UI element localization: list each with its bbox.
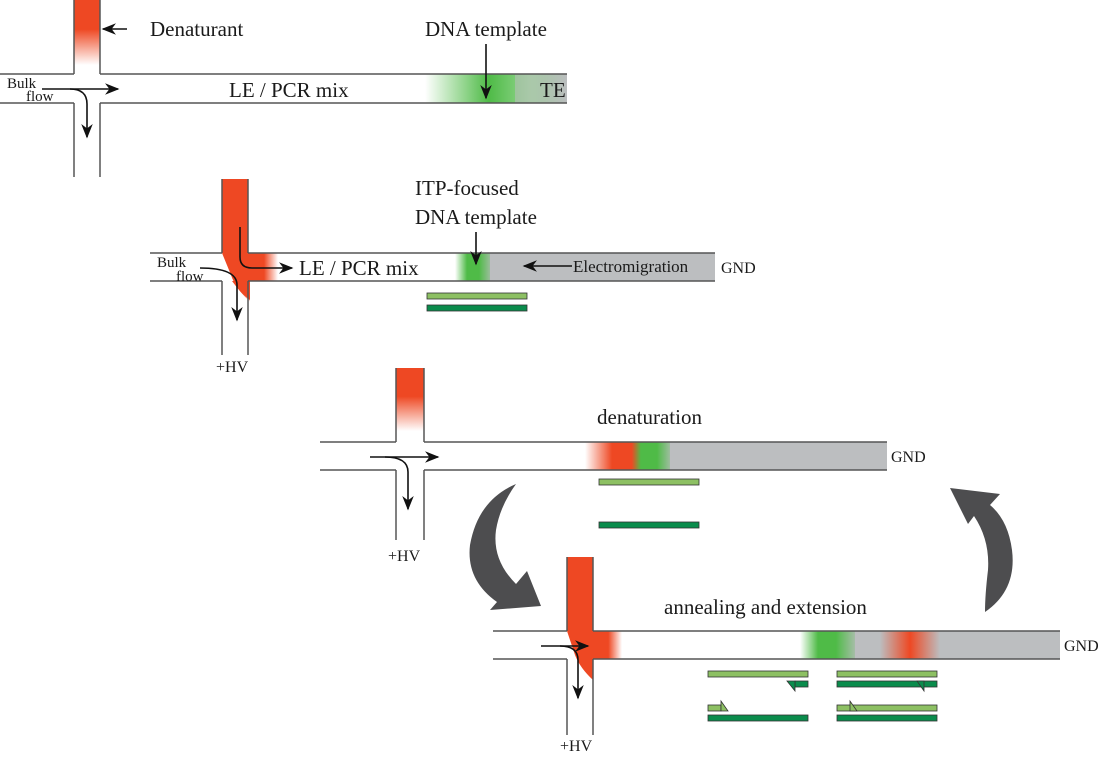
itp-dna-zone bbox=[455, 253, 495, 281]
label-annealing-extension: annealing and extension bbox=[664, 595, 867, 619]
denaturant-flow bbox=[567, 557, 622, 680]
dna-strand-antisense bbox=[426, 304, 528, 312]
primer-reverse-tip bbox=[786, 680, 796, 693]
dna-strand-sense bbox=[426, 292, 528, 300]
label-electromigration: Electromigration bbox=[573, 257, 689, 276]
curved-arrow-up-icon bbox=[950, 488, 1013, 612]
dna-zone bbox=[800, 631, 860, 659]
dna-strand-sense bbox=[836, 670, 938, 678]
bulk-flow-arrow-down bbox=[199, 267, 243, 322]
label-hv: +HV bbox=[560, 738, 593, 755]
label-denaturant: Denaturant bbox=[150, 17, 243, 41]
primer-forward-tip bbox=[720, 699, 729, 712]
denaturant-zone bbox=[880, 631, 940, 659]
label-channel-le-pcr: LE / PCR mix bbox=[229, 78, 349, 102]
dna-strand-template-antisense bbox=[707, 714, 809, 722]
label-hv: +HV bbox=[216, 359, 249, 376]
label-gnd: GND bbox=[721, 260, 756, 277]
denaturant-plug bbox=[396, 368, 424, 431]
dna-strand-extended-sense bbox=[836, 704, 938, 712]
primer-forward bbox=[707, 704, 722, 712]
label-flow: flow bbox=[26, 89, 54, 105]
primer-reverse-tip bbox=[916, 680, 925, 693]
channel-walls bbox=[0, 0, 567, 177]
panel-4-annealing-extension: annealing and extension GND +HV bbox=[493, 557, 1099, 755]
te-zone bbox=[515, 74, 567, 103]
label-bulk: Bulk bbox=[7, 76, 37, 92]
label-itp-focused: ITP-focused bbox=[415, 176, 519, 200]
te-zone bbox=[670, 442, 887, 470]
denaturation-zone bbox=[585, 442, 675, 470]
dna-strand-antisense bbox=[836, 714, 938, 722]
denaturant-flow bbox=[222, 179, 278, 300]
label-channel-le-pcr: LE / PCR mix bbox=[299, 256, 419, 280]
label-dna-template: DNA template bbox=[425, 17, 547, 41]
channel-walls bbox=[493, 557, 1060, 735]
label-gnd: GND bbox=[891, 449, 926, 466]
primer-forward-tip bbox=[849, 699, 858, 712]
flow-arrow-down bbox=[384, 456, 414, 511]
label-gnd: GND bbox=[1064, 638, 1099, 655]
label-hv: +HV bbox=[388, 548, 421, 565]
label-te: TE bbox=[540, 78, 566, 102]
label-denaturation: denaturation bbox=[597, 405, 702, 429]
panel-3-denaturation: denaturation GND +HV bbox=[320, 368, 926, 565]
label-flow: flow bbox=[176, 269, 204, 285]
dna-strand-antisense bbox=[598, 521, 700, 529]
denaturant-flow-arrow bbox=[239, 227, 294, 274]
curved-arrow-down-icon bbox=[469, 484, 541, 610]
panel-1-loading: Denaturant DNA template Bulk flow LE / P… bbox=[0, 0, 567, 177]
primer-reverse bbox=[794, 680, 809, 688]
dna-strand-template-sense bbox=[707, 670, 809, 678]
label-bulk: Bulk bbox=[157, 255, 187, 271]
label-itp-dna-template: DNA template bbox=[415, 205, 537, 229]
denaturant-plug bbox=[74, 0, 100, 65]
dna-strand-sense bbox=[598, 478, 700, 486]
panel-2-itp-focusing: Bulk flow LE / PCR mix ITP-focused DNA t… bbox=[150, 176, 756, 376]
channel-walls bbox=[320, 368, 887, 540]
dna-strand-extended-antisense bbox=[836, 680, 938, 688]
flow-arrow-down bbox=[559, 645, 584, 700]
bulk-flow-arrow-down bbox=[69, 88, 93, 139]
